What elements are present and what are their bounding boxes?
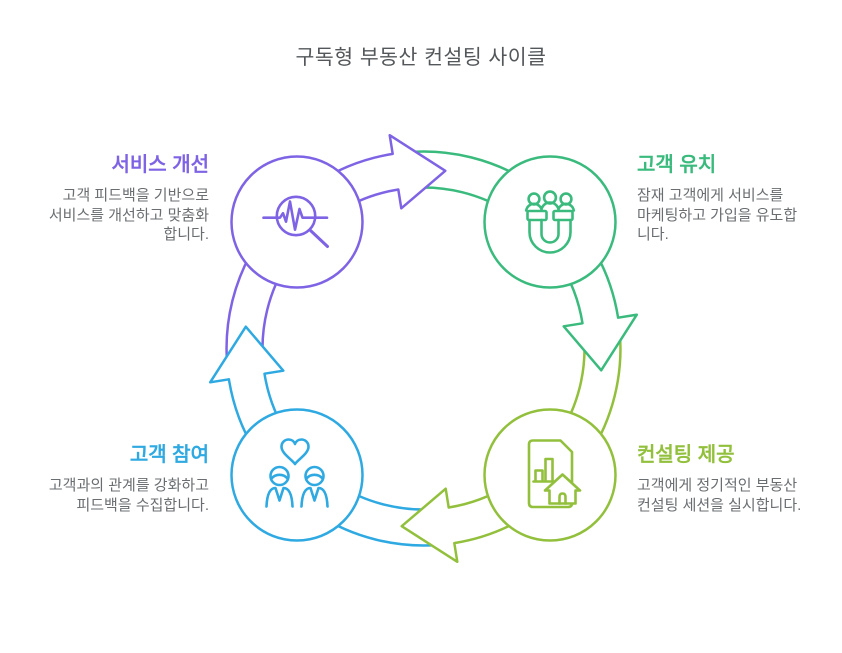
- stage-circle-engage: [230, 408, 364, 542]
- page-title: 구독형 부동산 컨설팅 사이클: [295, 46, 547, 69]
- stage-engage: 고객 참여 고객과의 관계를 강화하고 피드백을 수집합니다.: [0, 442, 209, 515]
- desc-line: 고객 피드백을 기반으로: [62, 187, 209, 204]
- desc-line: 피드백을 수집합니다.: [76, 496, 209, 514]
- document-house-icon: [527, 439, 582, 509]
- pulse-magnifier-icon: [262, 195, 329, 248]
- desc-line: 서비스를 개선하고 맞춤화: [48, 206, 209, 224]
- stage-improve-desc: 고객 피드백을 기반으로 서비스를 개선하고 맞춤화 합니다.: [0, 186, 209, 245]
- stage-engage-label: 고객 참여: [129, 444, 209, 466]
- stage-consult: 컨설팅 제공 고객에게 정기적인 부동산 컨설팅 세션을 실시합니다.: [637, 442, 842, 515]
- desc-line: 합니다.: [163, 226, 209, 243]
- desc-line: 마케팅하고 가입을 유도합: [637, 206, 798, 224]
- stage-consult-desc: 고객에게 정기적인 부동산 컨설팅 세션을 실시합니다.: [637, 476, 842, 515]
- desc-line: 니다.: [637, 226, 669, 243]
- stage-attract-label: 고객 유치: [637, 154, 717, 176]
- desc-line: 잠재 고객에게 서비스를: [637, 187, 784, 204]
- magnet-people-icon: [524, 190, 576, 254]
- stage-attract: 고객 유치 잠재 고객에게 서비스를 마케팅하고 가입을 유도합 니다.: [637, 152, 842, 245]
- stage-circle-consult: [483, 408, 617, 542]
- stage-attract-desc: 잠재 고객에게 서비스를 마케팅하고 가입을 유도합 니다.: [637, 186, 842, 245]
- stage-improve-label: 서비스 개선: [111, 154, 209, 176]
- desc-line: 컨설팅 세션을 실시합니다.: [637, 496, 802, 514]
- desc-line: 고객과의 관계를 강화하고: [48, 477, 209, 494]
- desc-line: 고객에게 정기적인 부동산: [637, 477, 798, 494]
- stage-improve: 서비스 개선 고객 피드백을 기반으로 서비스를 개선하고 맞춤화 합니다.: [0, 152, 209, 245]
- stage-circle-attract: [483, 155, 617, 289]
- stage-consult-label: 컨설팅 제공: [637, 444, 735, 466]
- stage-engage-desc: 고객과의 관계를 강화하고 피드백을 수집합니다.: [0, 476, 209, 515]
- heart-people-icon: [265, 438, 329, 508]
